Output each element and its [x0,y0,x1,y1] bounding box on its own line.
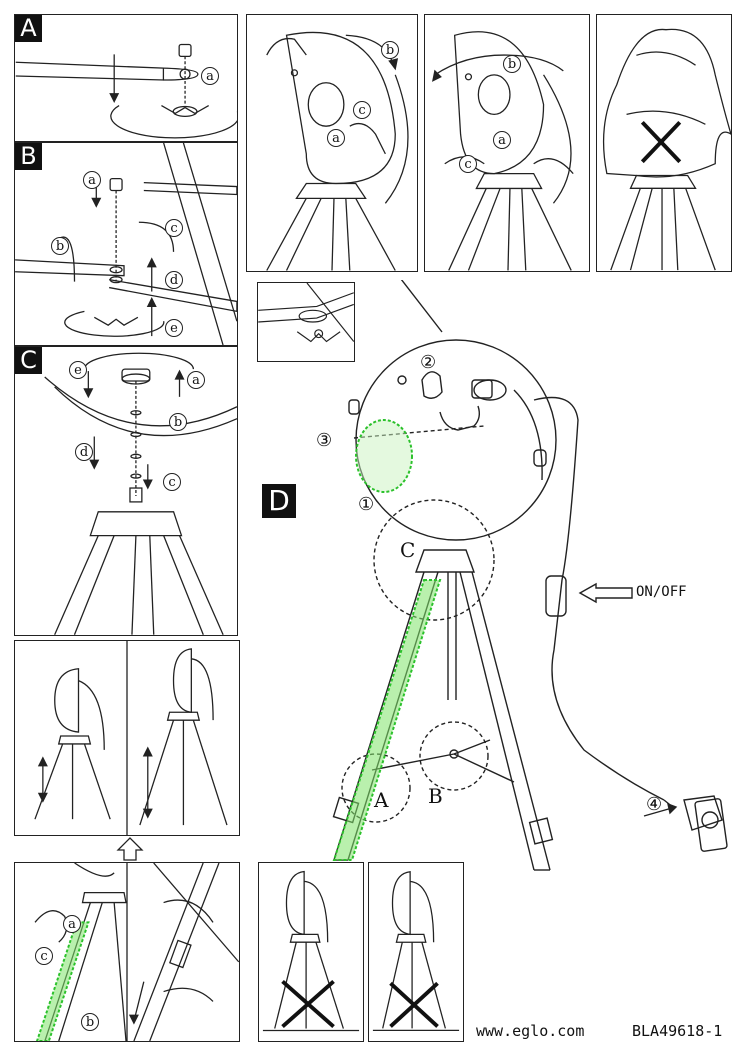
panel2-label-b: b [503,55,521,73]
height-adjust-illustration [34,641,228,835]
step-b-label-a: a [83,171,101,189]
step-b-illustration [15,143,237,345]
step-number-2: ② [420,352,437,373]
step-a-label-a: a [201,67,219,85]
step-number-4: ④ [646,794,663,815]
panel2-label-c: c [459,155,477,173]
footer-code: BLA49618-1 [632,1022,723,1040]
step-a-illustration [15,43,237,139]
panel1-label-c: c [353,101,371,119]
no-cover-warning-illustration [602,28,731,271]
up-arrow-icon [116,837,144,861]
step-c-label-b: b [169,413,187,431]
step-c-illustration [44,352,237,635]
step-b-detail-illustration [258,283,354,343]
step-c-label-e: e [69,361,87,379]
step-c-tag: C [15,347,42,374]
callout-a-label: A [374,788,389,812]
step-b-panel: B a b c d e [14,142,238,346]
height-adjust-panel [14,640,240,836]
step-b-label-e: e [165,319,183,337]
main-lamp-illustration: D C A B ON/OFF ① ② ③ ④ [244,280,744,900]
panel1-label-a: a [327,129,345,147]
leg-tighten-illustration [34,863,239,1041]
wrong-use-illustration-1 [262,870,360,1032]
leg-tighten-panel: a c b [14,862,240,1042]
wrong-use-panel-1 [258,862,364,1042]
leg-label-c: c [35,947,53,965]
step-number-1: ① [358,494,375,515]
step-c-label-d: d [75,443,93,461]
panel1-label-b: b [381,41,399,59]
wrong-use-illustration-2 [372,870,460,1031]
shade-attach-illustration-1 [266,31,409,271]
step-number-3: ③ [316,430,333,451]
shade-attach-illustration-2 [432,31,574,271]
leg-label-a: a [63,915,81,933]
step-d-tag: D [262,484,296,518]
wrong-use-panel-2 [368,862,464,1042]
leg-label-b: b [81,1013,99,1031]
step-b-detail-panel [257,282,355,362]
step-c-label-c: c [163,473,181,491]
main-lamp-svg [332,280,728,871]
step-b-tag: B [15,143,42,170]
callout-b-label: B [428,784,443,808]
shade-attach-panel-2: b a c [424,14,590,272]
step-b-label-b: b [51,237,69,255]
step-c-panel: C [14,346,238,636]
step-a-tag: A [15,15,42,42]
step-b-label-c: c [165,219,183,237]
no-cover-warning-panel [596,14,732,272]
step-a-panel: A a [14,14,238,142]
footer-website: www.eglo.com [476,1022,585,1040]
switch-label: ON/OFF [636,584,687,600]
callout-c-label: C [400,538,416,562]
panel2-label-a: a [493,131,511,149]
shade-attach-panel-1: b c a [246,14,418,272]
step-b-label-d: d [165,271,183,289]
step-c-label-a: a [187,371,205,389]
